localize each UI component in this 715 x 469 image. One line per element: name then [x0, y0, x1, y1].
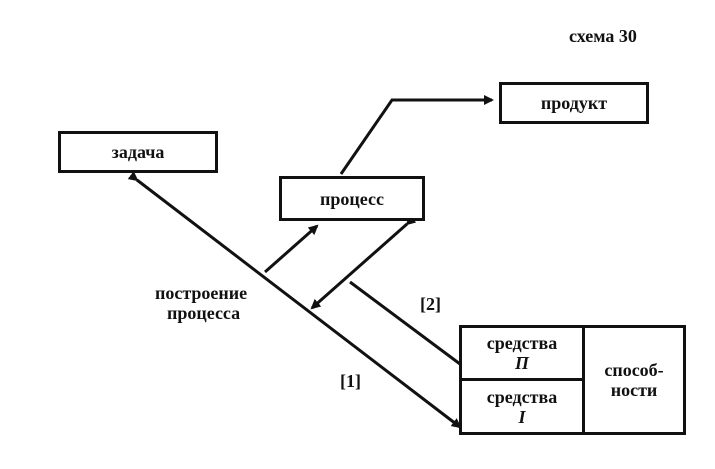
node-means-1-label: средства	[486, 386, 558, 407]
node-abilities: способ- ности	[582, 325, 686, 435]
node-means-1-index: I	[518, 406, 526, 427]
node-means-2-label: средства	[486, 333, 558, 353]
node-task: задача	[58, 131, 218, 173]
line-to-means2	[349, 280, 461, 366]
arrow-task-means1	[127, 171, 462, 429]
arrow-process-bidirectional	[310, 214, 417, 310]
node-process: процесс	[279, 176, 425, 221]
node-abilities-line1: способ-	[604, 360, 664, 380]
arrow-construction-to-process	[264, 224, 319, 274]
node-means-2-index: П	[514, 353, 529, 373]
node-means-1: средства I	[459, 378, 585, 435]
marker-1: [1]	[340, 371, 361, 391]
marker-2: [2]	[420, 294, 441, 314]
arrow-process-to-product	[339, 95, 494, 175]
scheme-label: схема 30	[569, 26, 637, 46]
node-means-2: средства П	[459, 325, 585, 381]
node-abilities-line2: ности	[610, 380, 658, 400]
node-task-label: задача	[111, 142, 165, 162]
node-product-label: продукт	[540, 93, 608, 113]
construction-label-line1: построение	[155, 283, 248, 303]
node-product: продукт	[499, 82, 649, 124]
node-process-label: процесс	[320, 188, 384, 209]
construction-label: построение процесса	[155, 283, 247, 323]
construction-label-line2: процесса	[166, 303, 241, 323]
